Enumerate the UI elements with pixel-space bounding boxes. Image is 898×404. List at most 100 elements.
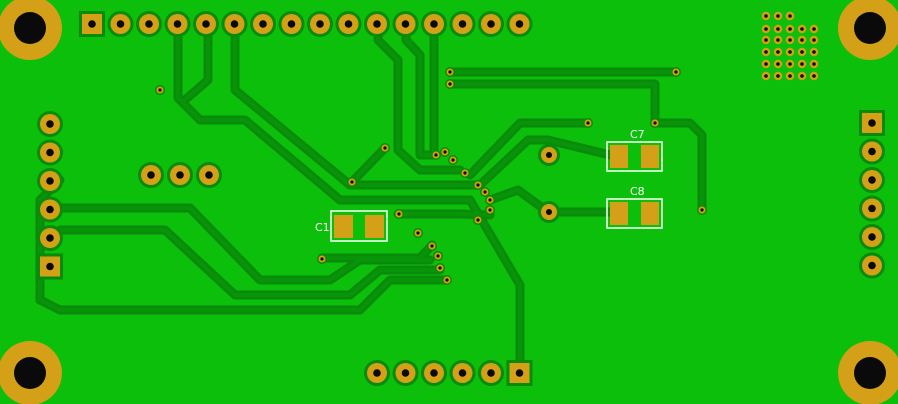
via-drill: [445, 278, 449, 282]
fine-pitch-pad-drill: [788, 62, 792, 66]
mounting-hole-drill: [854, 12, 886, 44]
top-header-pin-drill: [259, 20, 267, 28]
top-header-pin-drill: [430, 20, 438, 28]
trace-layer: [35, 19, 707, 375]
right-header-pin-1-drill: [868, 119, 876, 127]
left-header-pin-drill: [46, 120, 54, 128]
via-drill: [476, 218, 480, 222]
via-drill: [448, 70, 452, 74]
fine-pitch-pad-drill: [776, 74, 780, 78]
bottom-header-pin-drill: [373, 369, 381, 377]
top-header-pin-drill: [458, 20, 467, 28]
via-drill: [488, 208, 492, 212]
mounting-hole-drill: [854, 357, 886, 389]
via-drill: [483, 190, 487, 194]
left-header-pin-drill: [46, 148, 54, 157]
via-drill: [463, 171, 467, 175]
right-header-pin-drill: [868, 204, 876, 213]
top-header-pin-1-drill: [88, 20, 96, 28]
top-header-pin-drill: [316, 20, 324, 28]
bottom-header-pin-drill: [430, 369, 438, 377]
top-header-pin-drill: [173, 20, 182, 28]
via-drill: [443, 150, 447, 154]
test-point-drill: [545, 208, 553, 216]
top-header-pin-drill: [287, 20, 296, 28]
c8-label: C8: [630, 185, 645, 198]
c8-pad: [610, 202, 628, 225]
capacitor-c7: C7: [606, 128, 663, 172]
fine-pitch-pad-drill: [764, 38, 768, 42]
c1-pad: [334, 215, 353, 238]
left-header-pin-drill: [46, 205, 54, 214]
c8-pad: [641, 202, 659, 225]
fine-pitch-pad-drill: [776, 38, 780, 42]
fine-pitch-pad-drill: [812, 74, 816, 78]
mounting-hole-drill: [14, 12, 46, 44]
via-drill: [158, 88, 162, 92]
fine-pitch-pad-drill: [764, 14, 768, 18]
fine-pitch-pad-drill: [800, 38, 804, 42]
fine-pitch-pad-drill: [812, 62, 816, 66]
fine-pitch-pad-drill: [764, 27, 768, 31]
top-header-pin-drill: [230, 20, 239, 28]
pads-layer: [37, 11, 885, 386]
fine-pitch-pad-drill: [800, 50, 804, 54]
top-header-pin-drill: [487, 20, 495, 28]
fine-pitch-pad-drill: [788, 14, 792, 18]
left-header-pin-drill: [46, 234, 54, 242]
via-drill: [320, 257, 324, 261]
right-header-pin-drill: [868, 261, 876, 270]
fine-pitch-pad-drill: [776, 27, 780, 31]
bottom-header-pin-1-drill: [515, 369, 524, 377]
via-drill: [674, 70, 678, 74]
capacitor-c1: C1: [315, 210, 388, 242]
top-header-pin-drill: [401, 20, 410, 28]
fine-pitch-pad-drill: [812, 38, 816, 42]
via-drill: [451, 158, 455, 162]
c7-pad: [610, 145, 628, 168]
c7-label: C7: [630, 128, 645, 141]
bottom-header-pin-drill: [401, 369, 410, 377]
left-header-pin-drill: [46, 177, 54, 185]
fine-pitch-pad-drill: [800, 27, 804, 31]
top-header-pin-drill: [344, 20, 353, 28]
right-header-pin-drill: [868, 233, 876, 241]
c7-pad: [641, 145, 659, 168]
test-point-drill: [545, 151, 553, 159]
fine-pitch-pad-drill: [800, 74, 804, 78]
top-header-pin-drill: [145, 20, 153, 28]
right-header-pin-drill: [868, 147, 876, 156]
bottom-header-pin-drill: [487, 369, 495, 377]
bottom-header-pin-drill: [458, 369, 467, 377]
via-drill: [383, 146, 387, 150]
via-drill: [586, 121, 590, 125]
top-header-pin-drill: [116, 20, 125, 28]
fine-pitch-pad-drill: [788, 38, 792, 42]
c8-silkscreen-outline: [606, 198, 663, 229]
via-drill: [476, 183, 480, 187]
fine-pitch-pad-drill: [764, 74, 768, 78]
fine-pitch-pad-drill: [776, 50, 780, 54]
via-drill: [434, 153, 438, 157]
fine-pitch-pad-drill: [812, 27, 816, 31]
fine-pitch-pad-drill: [764, 50, 768, 54]
via-drill: [430, 244, 434, 248]
via-drill: [488, 198, 492, 202]
three-pin-part-pin-drill: [176, 171, 184, 179]
right-header-pin-drill: [868, 176, 876, 184]
left-header-pin-1-drill: [46, 262, 54, 271]
via-drill: [653, 121, 657, 125]
top-header-pin-drill: [202, 20, 210, 28]
fine-pitch-pad-drill: [764, 62, 768, 66]
via-drill: [448, 82, 452, 86]
c1-pad: [365, 215, 384, 238]
fine-pitch-pad-drill: [788, 27, 792, 31]
via-drill: [416, 231, 420, 235]
fine-pitch-pad-drill: [776, 14, 780, 18]
via-drill: [438, 266, 442, 270]
c1-silkscreen-outline: [330, 210, 388, 242]
via-drill: [700, 208, 704, 212]
top-header-pin-drill: [515, 20, 524, 28]
